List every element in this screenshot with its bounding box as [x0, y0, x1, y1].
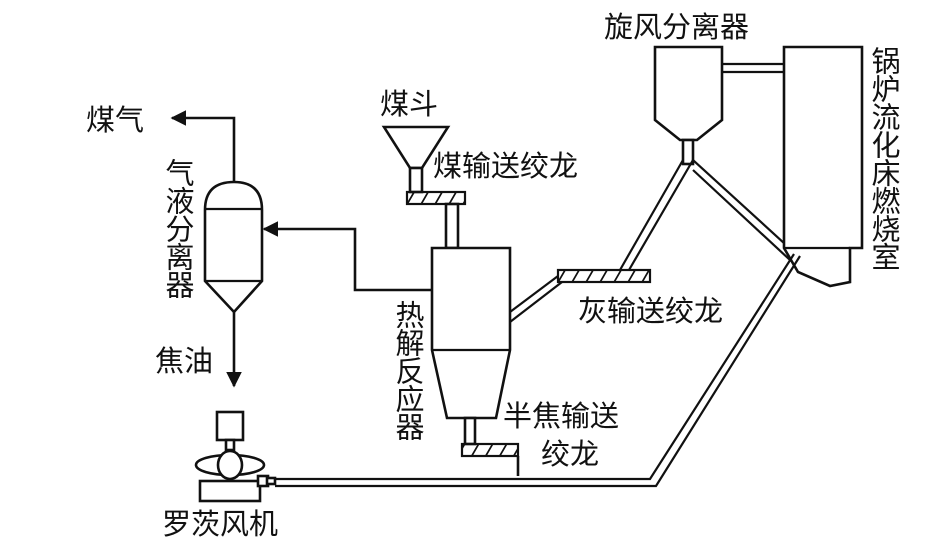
ash-screw-conveyor	[556, 268, 652, 284]
gas-outlet-line	[170, 110, 236, 182]
semicoke-screw-conveyor	[460, 442, 520, 476]
ash-return-line	[509, 275, 563, 323]
roots-blower-label: 罗茨风机	[162, 507, 279, 541]
coal-hopper-label: 煤斗	[380, 87, 439, 121]
coal-screw-conveyor	[405, 190, 467, 250]
semicoke-screw-label-1: 半焦输送	[503, 399, 620, 433]
roots-blower	[194, 410, 277, 503]
vapor-line	[262, 221, 432, 292]
cyclone-ash-line	[619, 159, 694, 271]
coal-screw-label: 煤输送绞龙	[433, 149, 579, 183]
pyrolysis-reactor-label: 热解反应器	[391, 300, 425, 440]
pyrolysis-reactor	[430, 246, 512, 446]
boiler-fluidized-bed	[782, 45, 864, 288]
gas-out-label: 煤气	[86, 103, 145, 137]
boiler-label: 锅炉流化床燃烧室	[867, 46, 901, 270]
coal-hopper	[381, 125, 451, 194]
ash-screw-label: 灰输送绞龙	[578, 294, 724, 328]
gas-liquid-separator-label: 气液分离器	[161, 158, 195, 298]
air-supply-line	[275, 253, 801, 488]
cyclone-return-leg	[692, 159, 797, 261]
tar-label: 焦油	[155, 344, 214, 378]
semicoke-screw-label-2: 绞龙	[541, 437, 600, 471]
cyclone-separator	[653, 45, 724, 166]
cyclone-boiler-duct	[722, 62, 784, 74]
cyclone-label: 旋风分离器	[604, 10, 750, 44]
gas-liquid-separator	[203, 180, 264, 314]
